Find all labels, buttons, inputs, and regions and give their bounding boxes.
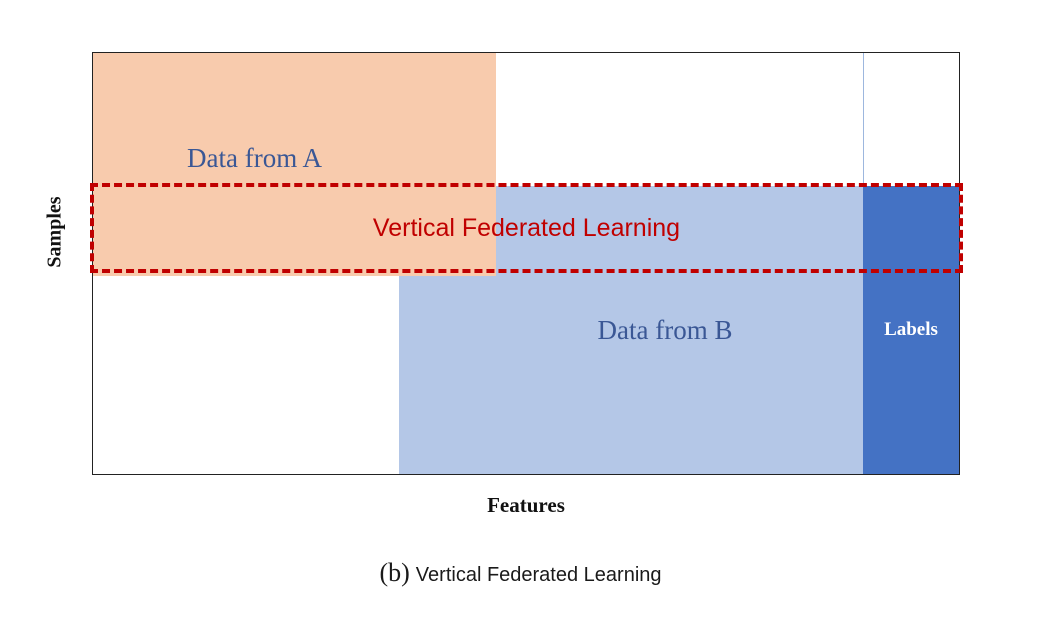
caption-index: (b) xyxy=(379,558,410,587)
labels-region xyxy=(863,186,959,474)
caption-text: Vertical Federated Learning xyxy=(415,564,662,586)
labels-divider-line xyxy=(863,53,864,186)
x-axis-label: Features xyxy=(487,493,565,517)
data-a-label: Data from A xyxy=(187,143,322,173)
vfl-dashed-box: Vertical Federated Learning xyxy=(90,183,963,273)
y-axis-label: Samples xyxy=(43,196,66,268)
data-a-region xyxy=(93,53,496,276)
figure-caption: (b)Vertical Federated Learning xyxy=(0,558,1041,588)
labels-label: Labels xyxy=(884,319,938,340)
vfl-label: Vertical Federated Learning xyxy=(372,213,681,242)
data-b-label: Data from B xyxy=(597,315,733,345)
plot-area: Data from A Data from B Labels Vertical … xyxy=(90,52,963,475)
